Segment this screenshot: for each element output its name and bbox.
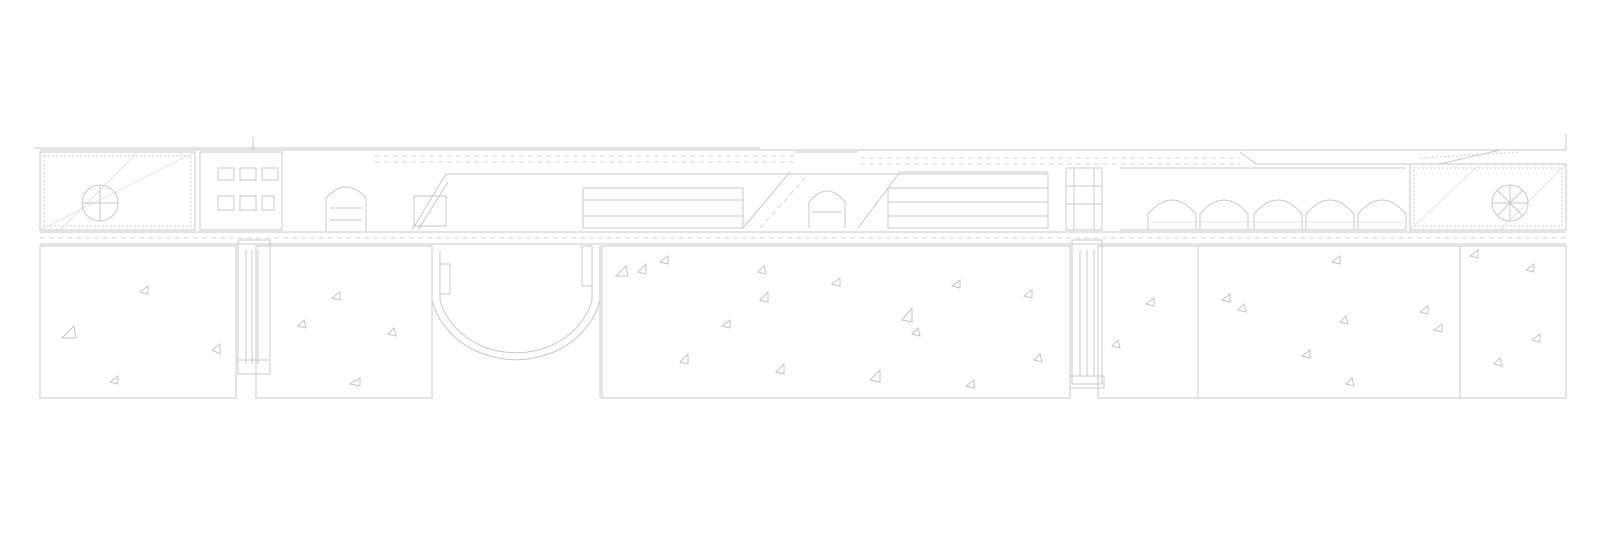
lower-panels: [39, 245, 1567, 399]
rubble-marks: [60, 249, 1541, 389]
arch-5: [1357, 199, 1407, 230]
ramp-left: [411, 173, 1049, 231]
panel-3: [601, 245, 1071, 399]
left-ornament-block: [39, 151, 283, 231]
arch-3: [1253, 199, 1303, 230]
arch-2: [1199, 199, 1249, 230]
panel-2: [255, 245, 433, 399]
panel-5: [1197, 245, 1461, 399]
left-pilaster: [237, 239, 271, 375]
walkway-line: [40, 231, 1566, 245]
panel-4: [1097, 245, 1199, 399]
central-opening: [431, 245, 601, 398]
right-ornament-block: [1409, 163, 1567, 231]
doorway-center: [808, 190, 846, 228]
doorway-left: [325, 186, 367, 232]
arch-1: [1147, 199, 1197, 230]
panel-6: [1459, 245, 1567, 399]
ramp-center: [582, 171, 1049, 229]
upper-frieze: [40, 149, 1566, 165]
panel-1: [39, 245, 237, 399]
right-pilaster: [1069, 239, 1105, 389]
central-tower: [1065, 167, 1103, 231]
arch-4: [1305, 199, 1355, 230]
top-reference-lines: [34, 134, 1567, 150]
arcade: [1120, 167, 1407, 231]
